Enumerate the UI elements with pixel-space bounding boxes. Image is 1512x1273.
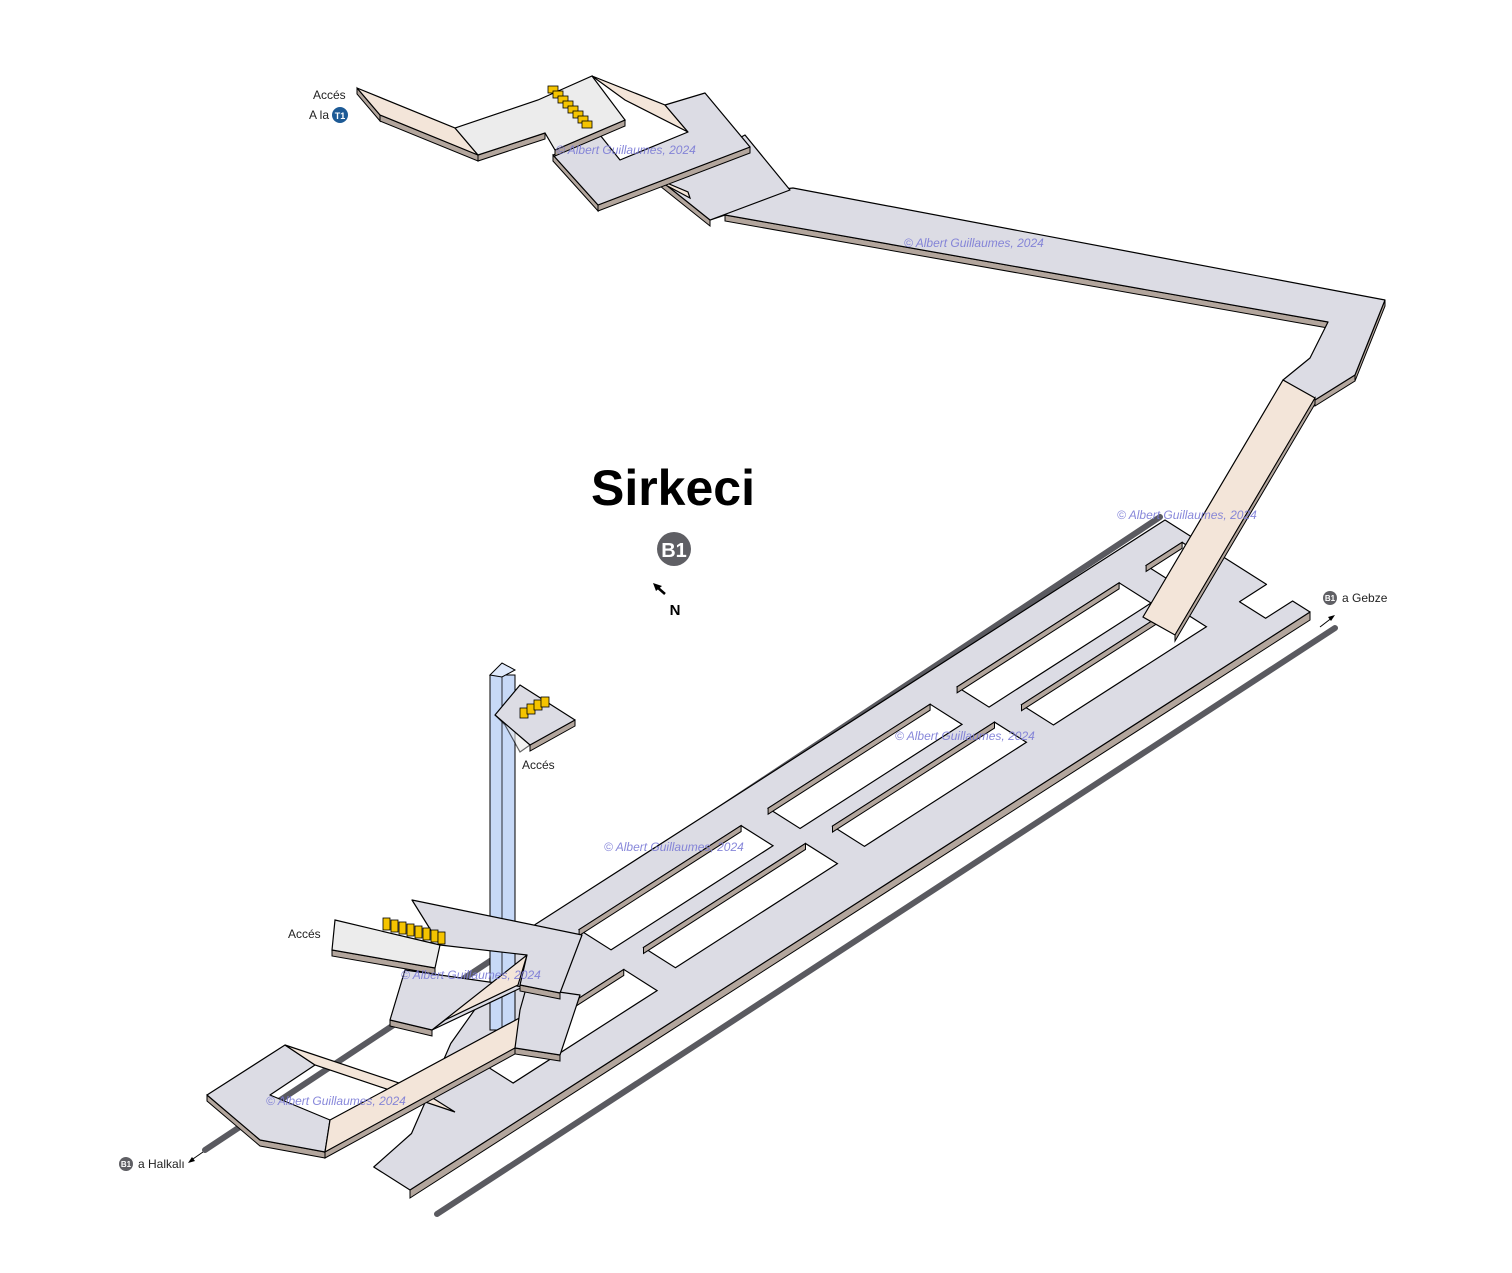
middle-access — [494, 684, 576, 753]
direction-halkali: B1 a Halkalı — [119, 1151, 204, 1171]
north-arrow-icon — [653, 583, 666, 595]
watermark: © Albert Guillaumes, 2024 — [895, 729, 1035, 743]
line-b1-badge — [657, 532, 691, 566]
watermark: © Albert Guillaumes, 2024 — [1117, 508, 1257, 522]
access-left-label: Accés — [288, 927, 321, 941]
direction-halkali-label: a Halkalı — [138, 1157, 185, 1171]
line-badge-text: B1 — [661, 540, 687, 562]
station-title: Sirkeci — [591, 460, 755, 516]
access-middle-label: Accés — [522, 758, 555, 772]
access-top-label: Accés — [313, 88, 346, 102]
tram-badge-text: T1 — [335, 111, 346, 121]
watermark: © Albert Guillaumes, 2024 — [556, 143, 696, 157]
watermark: © Albert Guillaumes, 2024 — [604, 840, 744, 854]
direction-gebze: B1 a Gebze — [1319, 591, 1388, 628]
escalator-top — [547, 85, 593, 129]
opening-edge — [767, 703, 931, 816]
opening-edge — [643, 842, 806, 955]
opening-edge — [956, 581, 1120, 694]
lower-access — [206, 899, 583, 1159]
escalator-left — [382, 917, 446, 945]
watermark: © Albert Guillaumes, 2024 — [401, 968, 541, 982]
opening-edge — [1145, 541, 1183, 573]
tram-t1-badge — [332, 107, 348, 123]
watermark: © Albert Guillaumes, 2024 — [266, 1094, 406, 1108]
direction-gebze-label: a Gebze — [1342, 591, 1388, 605]
north-label: N — [670, 602, 681, 619]
opening-edge — [832, 721, 995, 834]
opening-edge — [578, 824, 742, 937]
upper-corridor — [709, 187, 1386, 643]
top-access — [356, 75, 791, 228]
watermark: © Albert Guillaumes, 2024 — [904, 236, 1044, 250]
access-top-label-line2: A la — [309, 108, 329, 122]
track-lower — [434, 625, 1338, 1217]
svg-text:B1: B1 — [1325, 594, 1336, 603]
svg-text:B1: B1 — [121, 1160, 132, 1169]
main-mezzanine — [373, 519, 1311, 1199]
